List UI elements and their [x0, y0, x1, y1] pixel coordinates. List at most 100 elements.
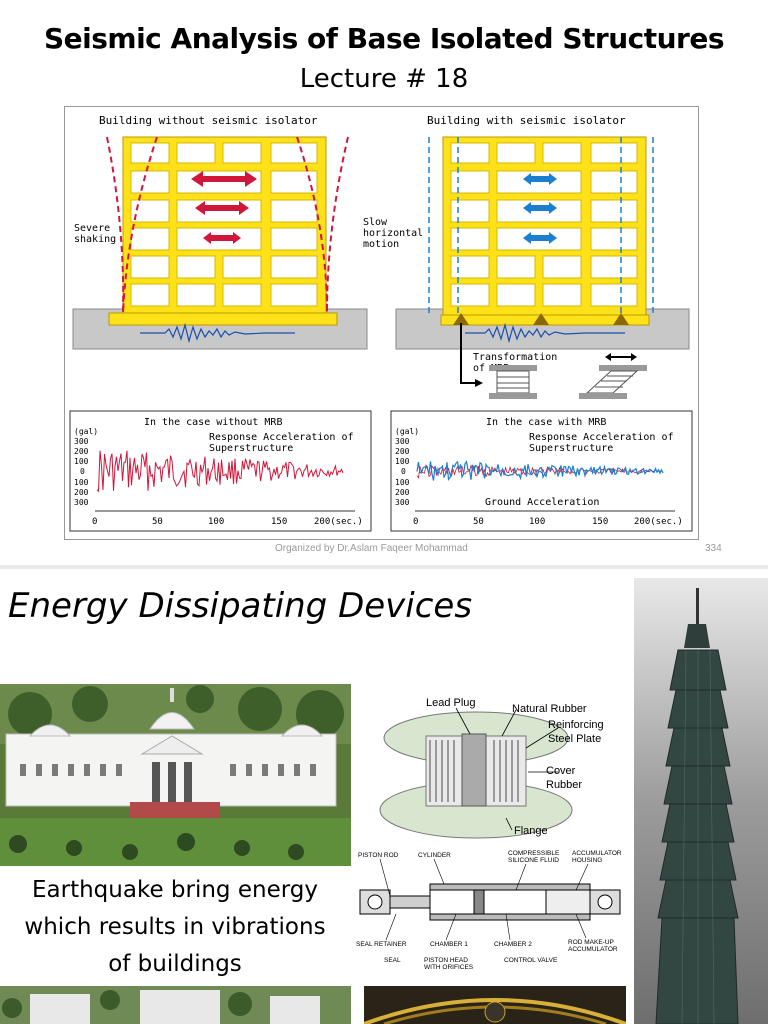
svg-text:100: 100	[395, 457, 410, 466]
svg-text:150: 150	[592, 517, 608, 527]
right-ground-wave	[465, 322, 625, 344]
svg-text:0: 0	[92, 517, 97, 527]
piston-rod-label: PISTON ROD	[358, 852, 399, 859]
svg-text:50: 50	[152, 517, 163, 527]
motion-label: motion	[363, 239, 399, 250]
cover-label-2: Rubber	[546, 779, 582, 791]
bottom-center-photo	[364, 986, 626, 1024]
shaking-label: shaking	[74, 234, 116, 245]
horizontal-label: horizontal	[363, 228, 423, 239]
svg-text:200: 200	[74, 447, 89, 456]
chamber2-label: CHAMBER 2	[494, 941, 532, 948]
right-response-trace	[416, 460, 664, 482]
svg-text:100: 100	[529, 517, 545, 527]
damper-leader-lines	[379, 858, 589, 941]
slide2-title: Energy Dissipating Devices	[8, 586, 473, 626]
left-shaking-arrows	[191, 171, 257, 244]
right-ground-trace	[416, 464, 664, 479]
cylinder-label: CYLINDER	[418, 852, 451, 859]
control-valve-label: CONTROL VALVE	[504, 957, 558, 964]
svg-text:200: 200	[74, 488, 89, 497]
left-graph-title: In the case without MRB	[144, 417, 282, 428]
right-response-label-2: Superstructure	[529, 443, 613, 454]
left-y-axis: (gal) 300 200 100 0 100 200 300	[74, 427, 98, 507]
svg-text:300: 300	[395, 437, 410, 446]
seal-label: SEAL	[384, 957, 401, 964]
slide-title: Seismic Analysis of Base Isolated Struct…	[43, 22, 725, 55]
left-deform-curve-inner-r	[296, 136, 328, 314]
left-building	[108, 136, 338, 326]
mrb-deformed	[579, 353, 647, 399]
page-number: 334	[705, 543, 722, 554]
government-building-photo	[0, 684, 351, 866]
svg-text:300: 300	[74, 498, 89, 507]
left-panel-title: Building without seismic isolator	[99, 114, 318, 127]
severe-label: Severe	[74, 223, 110, 234]
lead-plug-label: Lead Plug	[426, 697, 476, 709]
right-graph-title: In the case with MRB	[486, 417, 606, 428]
mrb-undeformed	[489, 365, 537, 399]
piston-head-label-1: PISTON HEAD	[424, 957, 468, 964]
svg-text:100: 100	[74, 478, 89, 487]
accumulator-label-2: HOUSING	[572, 857, 602, 864]
left-ground-wave	[140, 322, 295, 344]
ground-acceleration-label: Ground Acceleration	[485, 497, 599, 508]
rod-makeup-label-1: ROD MAKE-UP	[568, 939, 614, 946]
right-motion-arrows	[523, 173, 557, 244]
base-isolation-figure: Building without seismic isolator Buildi…	[64, 106, 699, 540]
right-building	[440, 136, 650, 326]
right-panel-title: Building with seismic isolator	[427, 114, 626, 127]
transform-arrow	[460, 323, 475, 384]
right-response-label-1: Response Acceleration of	[529, 432, 674, 443]
earthquake-caption: Earthquake bring energy which results in…	[24, 877, 326, 977]
right-y-axis: (gal) 300 200 100 0 100 200 300	[395, 427, 419, 507]
left-deform-curve-outer-r	[326, 136, 349, 314]
svg-text:200: 200	[395, 488, 410, 497]
compressible-label-2: SILICONE FLUID	[508, 857, 559, 864]
svg-text:150: 150	[271, 517, 287, 527]
svg-text:(gal): (gal)	[74, 427, 98, 436]
fluid-damper-diagram: PISTON ROD CYLINDER COMPRESSIBLE SILICON…	[356, 848, 634, 976]
chamber1-label: CHAMBER 1	[430, 941, 468, 948]
lecture-number: Lecture # 18	[299, 64, 469, 94]
svg-text:200(sec.): 200(sec.)	[634, 517, 683, 527]
svg-text:(gal): (gal)	[395, 427, 419, 436]
left-x-axis: 0 50 100 150 200(sec.)	[92, 517, 363, 527]
footer-author: Organized by Dr.Aslam Faqeer Mohammad	[275, 543, 468, 554]
left-response-trace	[96, 450, 344, 493]
accumulator-label-1: ACCUMULATOR	[572, 850, 622, 857]
flange-label: Flange	[514, 825, 548, 837]
svg-text:300: 300	[74, 437, 89, 446]
reinforcing-label-2: Steel Plate	[548, 733, 601, 745]
damper-body	[359, 883, 621, 921]
natural-rubber-label: Natural Rubber	[512, 703, 587, 715]
lead-rubber-bearing-diagram: Lead Plug Natural Rubber Reinforcing Ste…	[366, 690, 632, 842]
svg-text:50: 50	[473, 517, 484, 527]
transform-label-1: Transformation	[473, 352, 557, 363]
svg-text:100: 100	[74, 457, 89, 466]
piston-head-label-2: WITH ORIFICES	[424, 964, 474, 971]
seal-retainer-label: SEAL RETAINER	[356, 941, 407, 948]
svg-text:100: 100	[208, 517, 224, 527]
cover-label-1: Cover	[546, 765, 576, 777]
reinforcing-label-1: Reinforcing	[548, 719, 604, 731]
left-response-label-2: Superstructure	[209, 443, 293, 454]
svg-text:0: 0	[401, 467, 406, 476]
slide-divider	[0, 565, 768, 569]
left-deform-curve-outer-l	[106, 136, 125, 314]
svg-text:200(sec.): 200(sec.)	[314, 517, 363, 527]
svg-text:0: 0	[80, 467, 85, 476]
rod-makeup-label-2: ACCUMULATOR	[568, 946, 618, 953]
svg-text:200: 200	[395, 447, 410, 456]
left-deform-curve-inner-l	[122, 136, 158, 314]
svg-text:100: 100	[395, 478, 410, 487]
bottom-left-photo	[0, 986, 351, 1024]
comparison-diagram: Building without seismic isolator Buildi…	[69, 114, 693, 532]
left-response-label-1: Response Acceleration of	[209, 432, 354, 443]
skyscraper-photo	[634, 578, 768, 1024]
svg-text:0: 0	[413, 517, 418, 527]
svg-text:300: 300	[395, 498, 410, 507]
slow-label: Slow	[363, 217, 388, 228]
right-x-axis: 0 50 100 150 200(sec.)	[413, 517, 683, 527]
compressible-label-1: COMPRESSIBLE	[508, 850, 560, 857]
